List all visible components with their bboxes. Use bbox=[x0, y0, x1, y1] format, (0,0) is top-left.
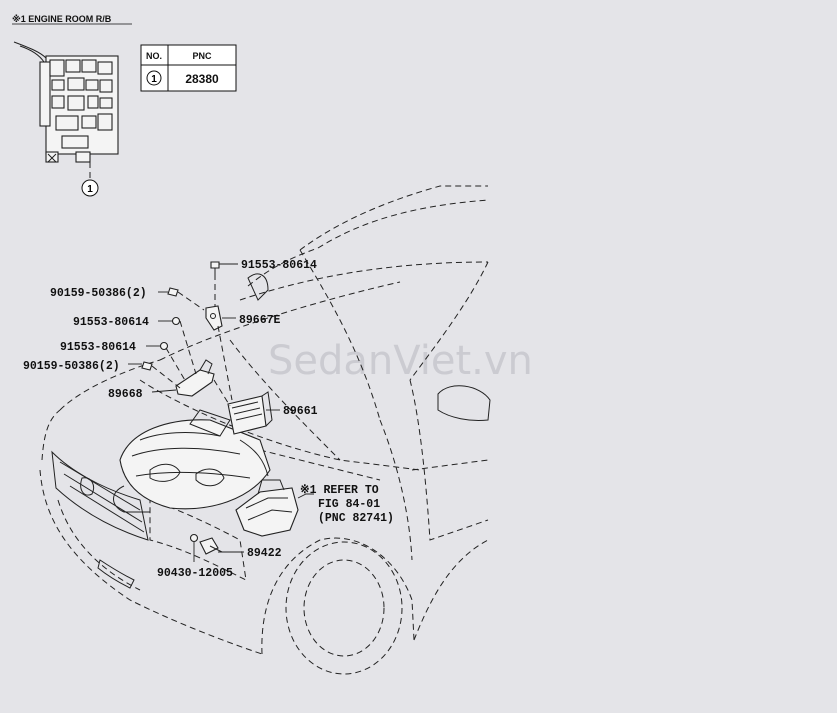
label-90159-top[interactable]: 90159-50386(2) bbox=[50, 287, 147, 300]
label-91553-low[interactable]: 91553-80614 bbox=[60, 341, 136, 354]
label-89667e[interactable]: 89667E bbox=[239, 314, 281, 327]
nut-91553-low[interactable] bbox=[159, 341, 169, 351]
relay-box-ref[interactable] bbox=[235, 479, 299, 537]
bolt-91553-top[interactable] bbox=[210, 261, 220, 274]
label-90159-low[interactable]: 90159-50386(2) bbox=[23, 360, 120, 373]
engine-room-label: ※1 ENGINE ROOM R/B bbox=[12, 14, 112, 24]
bolt-90159-top[interactable] bbox=[167, 287, 179, 297]
refer-line-3: (PNC 82741) bbox=[318, 512, 394, 525]
bolt-90159-low[interactable] bbox=[141, 361, 153, 371]
clip-90430[interactable] bbox=[189, 533, 199, 543]
label-89668[interactable]: 89668 bbox=[108, 388, 143, 401]
pnc-table: NO. PNC 1 28380 bbox=[140, 44, 237, 92]
label-90430[interactable]: 90430-12005 bbox=[157, 567, 233, 580]
pnc-table-header-no: NO. bbox=[146, 51, 162, 61]
leader-lines bbox=[128, 263, 314, 562]
engine-room-relay-box bbox=[13, 41, 119, 178]
pnc-table-row-no: 1 bbox=[151, 74, 157, 85]
bracket-89667e[interactable] bbox=[205, 305, 223, 331]
vehicle-outline bbox=[39, 185, 491, 675]
watermark: SedanViet.vn bbox=[268, 338, 533, 384]
engine-ecu-89661[interactable] bbox=[227, 391, 273, 435]
nut-91553-mid[interactable] bbox=[171, 316, 181, 326]
callout-1-number: 1 bbox=[87, 184, 93, 195]
sensor-89422[interactable] bbox=[199, 537, 223, 555]
refer-line-1: ※1 REFER TO bbox=[300, 483, 379, 497]
refer-line-2[interactable]: FIG 84-01 bbox=[318, 498, 380, 511]
label-91553-mid[interactable]: 91553-80614 bbox=[73, 316, 149, 329]
pnc-table-header-pnc: PNC bbox=[192, 51, 212, 61]
engine-block bbox=[113, 409, 271, 513]
label-89422[interactable]: 89422 bbox=[247, 547, 282, 560]
bracket-89668[interactable] bbox=[175, 359, 215, 397]
label-89661[interactable]: 89661 bbox=[283, 405, 318, 418]
pnc-table-row-pnc[interactable]: 28380 bbox=[185, 72, 219, 86]
label-91553-top[interactable]: 91553-80614 bbox=[241, 259, 317, 272]
callout-1-marker[interactable]: 1 bbox=[81, 179, 99, 197]
